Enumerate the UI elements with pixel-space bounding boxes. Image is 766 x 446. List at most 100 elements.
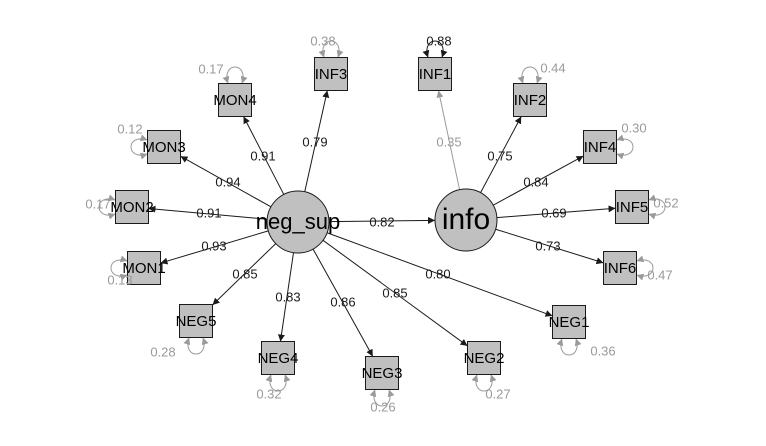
loading-label-info-INF5: 0.69	[541, 205, 566, 220]
residual-label-MON3: 0.12	[117, 121, 142, 136]
indicator-label-MON4: MON4	[213, 92, 256, 109]
loading-arrow-info-INF2	[480, 116, 522, 193]
indicator-box-NEG3	[365, 356, 399, 390]
indicator-box-MON1	[127, 251, 161, 285]
residual-label-MON2: 0.17	[85, 196, 110, 211]
indicator-box-INF5	[615, 190, 649, 224]
residual-loop-INF4	[616, 134, 634, 160]
indicator-label-INF1: INF1	[419, 66, 452, 83]
loading-arrow-info-INF5	[496, 205, 616, 219]
indicator-label-INF5: INF5	[616, 199, 649, 216]
loading-arrow-neg_sup-NEG2	[322, 239, 468, 347]
residual-loop-MON2	[98, 194, 116, 220]
latent-circle-info	[434, 188, 498, 252]
residual-loop-MON1	[110, 255, 128, 281]
loading-arrow-neg_sup-MON3	[180, 155, 272, 208]
indicator-label-MON3: MON3	[142, 139, 185, 156]
loading-arrow-neg_sup-NEG3	[312, 248, 374, 357]
residual-label-INF1: 0.88	[426, 33, 451, 48]
indicator-box-NEG2	[467, 341, 501, 375]
residual-loop-INF2	[517, 66, 543, 84]
loading-label-neg_sup-MON2: 0.91	[196, 205, 221, 220]
loading-arrow-info-INF4	[492, 155, 584, 206]
loading-label-info-INF1: 0.35	[436, 134, 461, 149]
residual-loop-NEG5	[183, 337, 209, 355]
labels-layer: 0.93 0.91 0.94 0.91 0.79 0.85 0.83 0.86 0.85 0.80…	[85, 33, 678, 414]
residual-label-MON1: 0.13	[107, 272, 132, 287]
loading-label-info-INF2: 0.75	[487, 148, 512, 163]
indicator-box-MON3	[147, 130, 181, 164]
residual-loop-NEG3	[369, 389, 395, 407]
loading-arrow-info-INF1	[436, 90, 461, 190]
indicator-box-INF4	[583, 130, 617, 164]
residual-loop-NEG2	[471, 374, 497, 392]
loading-arrow-neg_sup-NEG5	[212, 243, 277, 306]
latent-label-info: info	[442, 203, 490, 236]
residual-loop-INF5	[648, 194, 666, 220]
edges-layer	[148, 90, 616, 357]
residuals-layer	[98, 40, 666, 407]
residual-loop-INF1	[422, 40, 448, 58]
indicator-box-NEG4	[261, 341, 295, 375]
residual-label-INF4: 0.30	[621, 120, 646, 135]
residual-label-MON4: 0.17	[198, 61, 223, 76]
residual-label-INF6: 0.47	[647, 267, 672, 282]
loading-label-neg_sup-INF3: 0.79	[302, 134, 327, 149]
loading-label-info-INF6: 0.73	[535, 238, 560, 253]
indicator-label-NEG5: NEG5	[176, 313, 217, 330]
indicator-label-NEG3: NEG3	[362, 365, 403, 382]
loading-label-neg_sup-MON4: 0.91	[250, 148, 275, 163]
indicator-box-NEG1	[552, 305, 586, 339]
residual-loop-NEG1	[556, 338, 582, 356]
loading-arrow-neg_sup-MON2	[148, 205, 268, 220]
latent-circle-neg_sup	[266, 190, 330, 254]
loading-label-neg_sup-info: 0.82	[369, 214, 394, 229]
loading-label-neg_sup-NEG1: 0.80	[425, 266, 450, 281]
residual-label-INF2: 0.44	[540, 60, 565, 75]
loading-label-neg_sup-NEG3: 0.86	[330, 294, 355, 309]
loading-label-neg_sup-NEG5: 0.85	[232, 266, 257, 281]
indicator-label-NEG1: NEG1	[549, 314, 590, 331]
residual-label-NEG3: 0.26	[370, 399, 395, 414]
loading-arrow-neg_sup-MON1	[160, 230, 269, 265]
indicator-label-MON2: MON2	[110, 199, 153, 216]
residual-loop-MON4	[222, 66, 248, 84]
loading-arrow-neg_sup-INF3	[304, 90, 330, 192]
residual-loop-INF3	[318, 40, 344, 58]
loading-label-neg_sup-NEG4: 0.83	[275, 289, 300, 304]
residual-label-NEG1: 0.36	[590, 343, 615, 358]
indicator-label-INF3: INF3	[315, 66, 348, 83]
residual-label-INF5: 0.52	[653, 195, 678, 210]
residual-label-NEG5: 0.28	[150, 344, 175, 359]
residual-label-NEG4: 0.32	[256, 386, 281, 401]
indicator-label-NEG2: NEG2	[464, 350, 505, 367]
loading-label-neg_sup-NEG2: 0.85	[382, 285, 407, 300]
loading-arrow-neg_sup-NEG1	[326, 232, 553, 317]
loading-arrow-info-INF6	[495, 228, 604, 265]
indicator-box-MON4	[218, 83, 252, 117]
residual-loop-MON3	[130, 134, 148, 160]
indicator-box-INF2	[513, 83, 547, 117]
residual-loop-INF6	[636, 255, 654, 281]
indicator-label-INF2: INF2	[514, 92, 547, 109]
indicator-label-INF6: INF6	[604, 260, 637, 277]
indicator-box-MON2	[115, 190, 149, 224]
loading-arrow-neg_sup-NEG4	[277, 252, 294, 342]
indicator-label-NEG4: NEG4	[258, 350, 299, 367]
loading-label-neg_sup-MON1: 0.93	[201, 238, 226, 253]
indicator-box-INF1	[418, 57, 452, 91]
indicator-label-INF4: INF4	[584, 139, 617, 156]
loading-label-neg_sup-MON3: 0.94	[215, 174, 240, 189]
latent-label-neg_sup: neg_sup	[256, 209, 340, 234]
indicator-box-INF3	[314, 57, 348, 91]
loading-arrow-neg_sup-MON4	[243, 116, 285, 195]
residual-loop-NEG4	[265, 374, 291, 392]
indicator-label-MON1: MON1	[122, 260, 165, 277]
loading-arrow-neg_sup-info	[328, 216, 436, 224]
indicator-box-NEG5	[179, 304, 213, 338]
residual-label-NEG2: 0.27	[485, 386, 510, 401]
indicator-box-INF6	[603, 251, 637, 285]
loading-label-info-INF4: 0.84	[523, 174, 548, 189]
